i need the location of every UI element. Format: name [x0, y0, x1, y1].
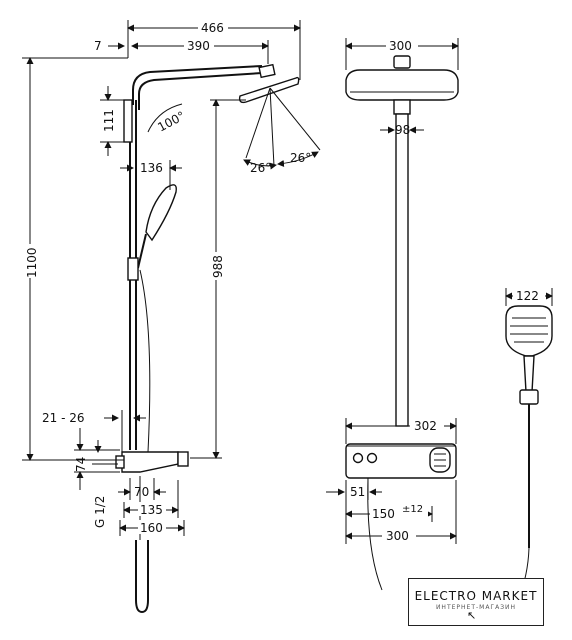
- logo-tagline: ИНТЕРНЕТ-МАГАЗИН: [435, 604, 517, 611]
- supply-pipe-loop: [135, 540, 149, 614]
- dim-135-label: 135: [140, 503, 163, 517]
- shower-arm-lower: [138, 72, 263, 110]
- hand-shower-holder: [519, 389, 539, 405]
- dim-122-bg: [513, 288, 545, 302]
- hand-shower: [145, 184, 177, 242]
- dim-21-26-label: 21 - 26: [42, 411, 85, 425]
- shower-arm-upper: [132, 65, 263, 105]
- dim-302-bg: [410, 418, 444, 432]
- dim-98-label: 98: [395, 123, 410, 137]
- dim-front-300-bg: [382, 528, 416, 542]
- dim-150-bg: [370, 506, 428, 520]
- dim-1100-label: 1100: [25, 247, 39, 278]
- wall-connector-side: [115, 455, 125, 469]
- wall-bracket: [123, 99, 133, 143]
- spray-line-2: [269, 87, 275, 167]
- dim-70-label: 70: [134, 485, 149, 499]
- arm-angle-label: 100°: [155, 109, 187, 135]
- spray-angle-left-label: 26°: [250, 161, 271, 175]
- button-right: [366, 452, 378, 464]
- spray-arc-right: [277, 151, 319, 167]
- hose-front: [367, 477, 383, 591]
- thread-label: G 1/2: [93, 496, 107, 528]
- dim-988-bg: [208, 252, 224, 280]
- dim-988-label: 988: [211, 255, 225, 278]
- front-head-shower: [345, 69, 459, 101]
- front-thermostat: [345, 443, 457, 479]
- thermostat-knob-side: [177, 451, 189, 467]
- hand-shower-detail: 122: [505, 288, 553, 601]
- head-top-nut: [393, 55, 411, 69]
- dim-136-label: 136: [140, 161, 163, 175]
- hose-side: [139, 269, 151, 453]
- spray-line-1: [245, 87, 271, 159]
- hand-shower-grip: [523, 355, 535, 393]
- thermostat-side: [121, 451, 179, 473]
- arm-angle-arc: [147, 103, 183, 133]
- hand-shower-handle: [137, 233, 147, 269]
- front-view: 300 98 302 51 150 ±12: [326, 38, 459, 591]
- spray-line-3: [269, 87, 321, 151]
- dim-head-300-label: 300: [389, 39, 412, 53]
- dim-160-bg: [138, 520, 166, 534]
- dim-1100-bg: [22, 244, 38, 278]
- spray-arc-left: [243, 159, 277, 170]
- dim-head-300-bg: [386, 38, 418, 52]
- front-riser-pipe: [395, 113, 409, 427]
- slide-holder: [127, 257, 139, 281]
- dim-111-label: 111: [102, 109, 116, 132]
- hand-shower-face: [505, 305, 553, 357]
- dim-466-bg: [198, 20, 228, 34]
- electro-market-logo: ELECTRO MARKET ИНТЕРНЕТ-МАГАЗИН ↖: [408, 578, 544, 626]
- dim-390-label: 390: [187, 39, 210, 53]
- dim-150-label: 150: [372, 507, 395, 521]
- dim-135-bg: [138, 502, 166, 516]
- dim-122-label: 122: [516, 289, 539, 303]
- head-joint: [258, 63, 276, 79]
- dim-390-bg: [184, 38, 214, 52]
- side-view: 26° 26° 100° 466 7 390: [22, 20, 321, 614]
- cursor-icon: ↖: [467, 609, 477, 622]
- dim-150-tolerance: ±12: [402, 504, 423, 515]
- dim-466-label: 466: [201, 21, 224, 35]
- button-left: [352, 452, 364, 464]
- head-neck: [393, 99, 411, 115]
- dim-front-300-label: 300: [386, 529, 409, 543]
- dim-7-label: 7: [94, 39, 102, 53]
- spray-angle-right-label: 26°: [290, 151, 311, 165]
- dim-160-label: 160: [140, 521, 163, 535]
- logo-name: ELECTRO MARKET: [414, 589, 538, 603]
- dim-74-label: 74: [74, 457, 88, 472]
- dim-51-label: 51: [350, 485, 365, 499]
- dim-302-label: 302: [414, 419, 437, 433]
